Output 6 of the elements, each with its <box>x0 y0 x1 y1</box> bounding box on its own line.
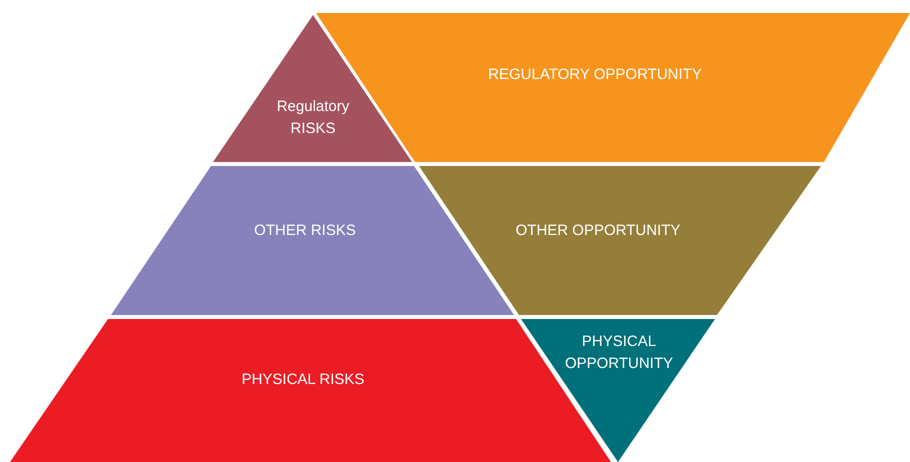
segment-label: OTHER RISKS <box>253 221 357 241</box>
segment-label: PHYSICAL RISKS <box>240 370 366 390</box>
segment-label: OTHER OPPORTUNITY <box>514 221 682 241</box>
segment-label: REGULATORY OPPORTUNITY <box>487 65 703 85</box>
segment-label: Regulatory RISKS <box>276 97 350 139</box>
segment-label: PHYSICAL OPPORTUNITY <box>564 332 674 374</box>
